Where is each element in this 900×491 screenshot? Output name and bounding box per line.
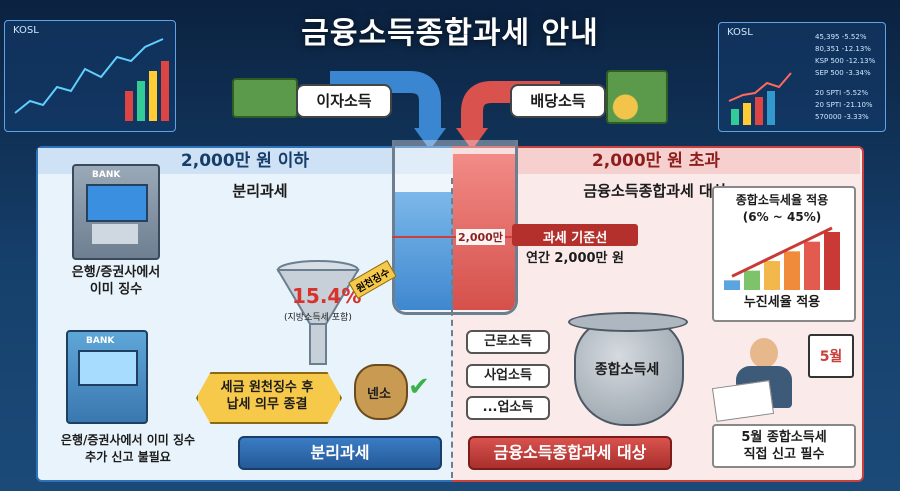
income-item-1: 사업소득: [466, 364, 550, 388]
check-icon: ✔: [408, 372, 430, 402]
right-stock-screen: KOSL 45,395 -5.52% 80,351 -12.13% KSP 50…: [718, 22, 886, 132]
chart-bar: [804, 241, 820, 290]
interest-income-tag: 이자소득: [296, 84, 392, 118]
calendar-month: 5월: [819, 349, 843, 365]
pot-label: 종합소득세: [594, 362, 660, 378]
atm-machine-icon: BANK: [72, 164, 160, 260]
right-screen-row-3: SEP 500 -3.34%: [815, 69, 871, 77]
pot-rim: [568, 312, 688, 332]
income-item-2: ...업소득: [466, 396, 550, 420]
right-screen-row-1: 80,351 -12.13%: [815, 45, 871, 53]
filing-note: 5월 종합소득세 직접 신고 필수: [712, 424, 856, 468]
atm-bottom-label: BANK: [86, 336, 115, 346]
duty-ends-box: [196, 372, 342, 424]
money-stack-icon: [232, 78, 298, 118]
threshold-box: [512, 224, 638, 246]
tax-rate-chart: [724, 226, 840, 290]
dividend-income-tag: 배당소득: [510, 84, 606, 118]
duty-ends-text: 세금 원천징수 후 납세 의무 종결: [220, 380, 314, 412]
left-screen-title: KOSL: [13, 25, 39, 36]
divider-line: [451, 178, 453, 478]
right-banner: 금융소득종합과세 대상: [468, 436, 672, 470]
chart-trend-line: [731, 226, 833, 278]
money-bag-icon: [354, 364, 408, 420]
beaker-threshold-mark: 2,000만: [456, 229, 505, 245]
left-subtitle: 분리과세: [232, 182, 288, 200]
funnel-icon: [276, 260, 360, 365]
threshold-line: [392, 236, 512, 238]
threshold-subtitle: 연간 2,000만 원: [525, 251, 624, 266]
bank-caption-1: 은행/증권사에서 이미 징수: [71, 265, 161, 297]
right-subtitle: 금융소득종합과세 대상: [583, 182, 727, 200]
right-screen-row-2: KSP 500 -12.13%: [815, 57, 876, 65]
right-screen-row-5: 20 SPTI -21.10%: [815, 101, 873, 109]
atm-top-label: BANK: [92, 170, 121, 180]
tax-rate-note: (지방소득세 포함): [284, 313, 352, 323]
chart-bar: [724, 280, 740, 290]
beaker: [392, 140, 518, 315]
pot-icon: [574, 318, 684, 426]
chart-bar: [744, 270, 760, 290]
income-item-0: 근로소득: [466, 330, 550, 354]
right-screen-row-4: 20 SPTI -5.52%: [815, 89, 869, 97]
right-header: 2,000만 원 초과: [452, 148, 860, 174]
chart-caption: 누진세율 적용: [743, 295, 821, 310]
chart-bar: [824, 232, 840, 290]
bank-caption-2: 은행/증권사에서 이미 징수 추가 신고 불필요: [60, 433, 196, 464]
left-banner: 분리과세: [238, 436, 442, 470]
chart-bar: [784, 251, 800, 290]
left-stock-screen: KOSL: [4, 20, 176, 132]
atm-machine-icon-2: BANK: [66, 330, 148, 424]
right-screen-title: KOSL: [727, 27, 753, 38]
tax-rate: 15.4%: [292, 284, 362, 308]
calendar-icon: 5월: [808, 334, 854, 378]
right-screen-row-0: 45,395 -5.52%: [815, 33, 867, 41]
threshold-title: 과세 기준선: [542, 231, 608, 246]
page-title: 금융소득종합과세 안내: [301, 16, 599, 51]
right-screen-row-6: 570000 -3.33%: [815, 113, 869, 121]
person-icon: [711, 338, 798, 422]
left-screen-graph: [14, 38, 169, 121]
chart-bar: [764, 261, 780, 290]
coins-money-icon: [606, 70, 668, 124]
money-bag-label: 넨소: [367, 387, 391, 402]
right-screen-graph: [728, 72, 792, 125]
chart-title: 종합소득세율 적용 (6% ~ 45%): [735, 193, 829, 224]
